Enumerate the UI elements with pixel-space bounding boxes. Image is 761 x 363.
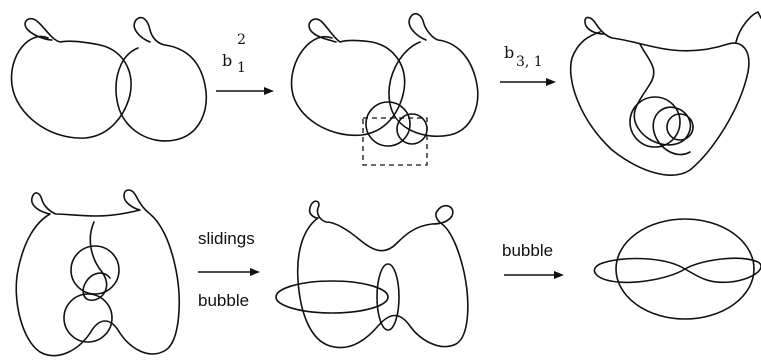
arrow-4: bubble (502, 241, 564, 279)
figure-6-final-curve (593, 218, 761, 320)
figure-2-right-loop (388, 12, 479, 137)
figure-5-horizontal-ellipse (275, 280, 389, 314)
arrow-1-label-main: b (222, 51, 232, 70)
figure-3-twisted-curve (569, 11, 761, 176)
figure-2-curve-with-circles (290, 12, 479, 166)
figure-5-outer-curve (296, 200, 469, 349)
figure-2-dashed-box (362, 117, 428, 166)
arrow-2: b 3, 1 (500, 43, 556, 86)
figure-4-lower-circle (63, 293, 113, 343)
figure-4-inner-strand (82, 221, 111, 302)
arrow-1-label-sup: 2 (237, 32, 246, 48)
arrow-1: b 2 1 (216, 32, 274, 95)
arrow-3-label-top: slidings (198, 229, 255, 248)
arrow-4-head (554, 271, 564, 279)
arrow-2-head (546, 78, 556, 86)
figure-1-right-loop (115, 16, 207, 142)
figure-3-inner-strand (633, 43, 692, 156)
figure-6-outer-ellipse (615, 218, 755, 320)
arrow-4-label-top: bubble (502, 241, 553, 260)
arrow-3: slidings bubble (198, 229, 260, 310)
figure-3-large-circle (629, 96, 681, 148)
figure-3-outer-curve (569, 16, 750, 176)
figure-3-small-circle (666, 113, 694, 141)
arrow-2-label-sub: 3, 1 (516, 54, 543, 70)
figure-2-large-circle (365, 101, 411, 147)
arrow-3-label-bottom: bubble (198, 291, 249, 310)
arrow-1-head (264, 87, 274, 95)
figure-3-right-kink (735, 11, 761, 43)
figure-1-initial-curve (10, 16, 207, 142)
arrow-2-label-main: b (504, 43, 514, 62)
figure-4-upper-circle (70, 245, 120, 295)
figure-4-stacked-circles (15, 189, 180, 357)
figure-6-figure-eight (593, 257, 761, 284)
arrow-1-label-sub: 1 (237, 60, 246, 76)
figure-5-vertical-ellipse (376, 263, 400, 331)
figure-2-left-loop (290, 18, 406, 137)
figure-1-left-loop (10, 17, 132, 139)
arrow-3-head (250, 268, 260, 276)
figure-4-outer-curve (15, 189, 180, 357)
figure-5-bubble-curve (275, 200, 469, 349)
